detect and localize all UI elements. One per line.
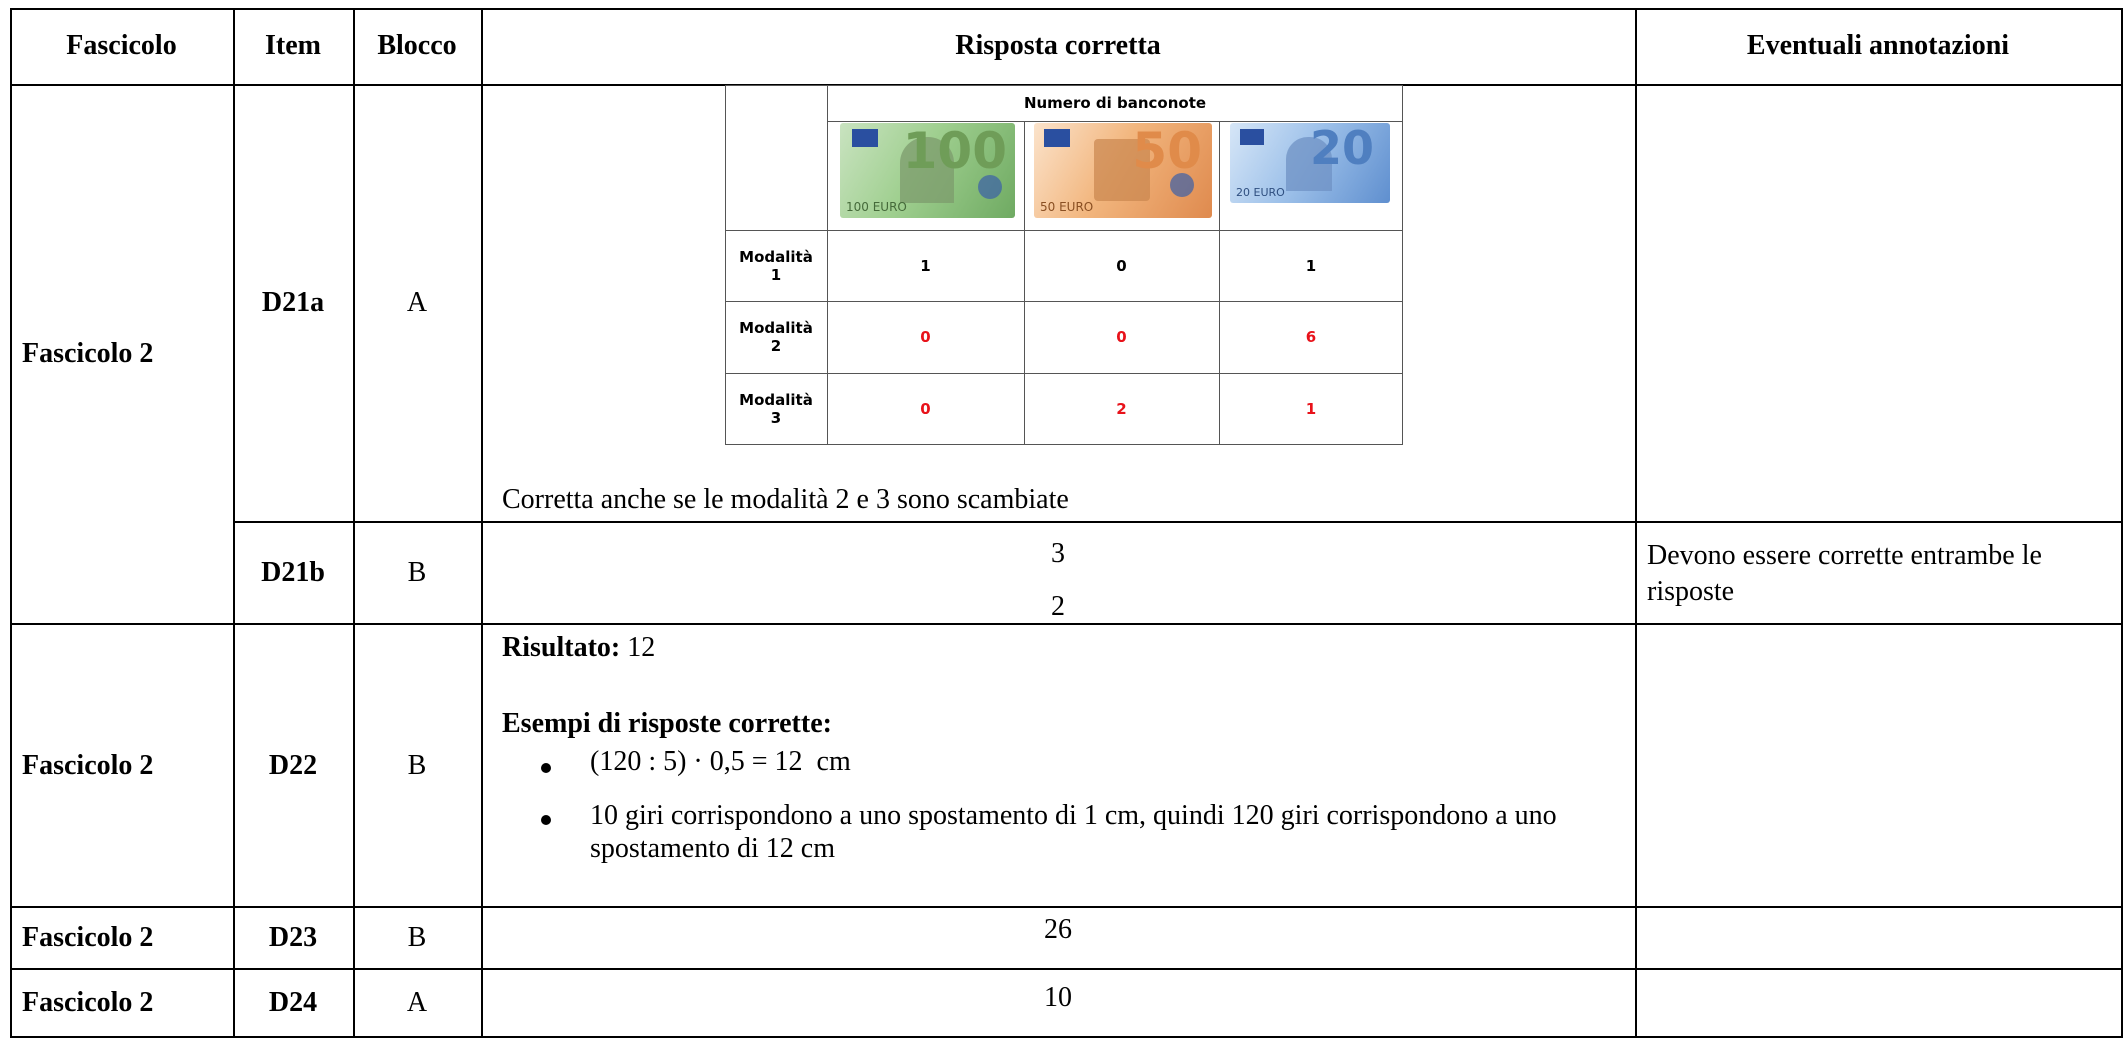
grid-d22-bottom — [10, 906, 2123, 908]
banknote-20-value: 20 — [1309, 123, 1374, 175]
esempio-2: 10 giri corrispondono a uno spostamento … — [590, 800, 1557, 864]
banknote-50-image: 50 50 EURO — [1034, 123, 1212, 218]
modalita-1-value-100: 1 — [920, 256, 931, 275]
banknote-100-caption: 100 EURO — [846, 200, 907, 214]
row-d24-fascicolo: Fascicolo 2 — [22, 987, 154, 1018]
row-d22-fascicolo: Fascicolo 2 — [22, 749, 154, 781]
row-d23-answer: 26 — [1044, 914, 1072, 945]
banknote-50-caption: 50 EURO — [1040, 200, 1094, 214]
grid-col3 — [481, 8, 483, 1038]
row-d22-item: D22 — [268, 749, 318, 781]
row-d24-blocco: A — [406, 987, 428, 1018]
modalita-3-value-20: 1 — [1305, 399, 1317, 418]
banknote-table-title: Numero di banconote — [1023, 94, 1207, 112]
modalita-2-value-100: 0 — [920, 328, 931, 346]
header-blocco: Blocco — [377, 30, 457, 61]
esempio-1: (120 : 5) · 0,5 = 12 cm — [590, 746, 851, 777]
row-d24-item: D24 — [268, 987, 318, 1018]
row-d24-answer: 10 — [1044, 982, 1072, 1013]
row-d23-blocco: B — [407, 922, 427, 953]
banknote-100-value: 100 — [902, 123, 1007, 180]
row-d21b-answer-1: 3 — [1051, 538, 1065, 569]
banknote-table: Numero di banconote 100 100 EURO 50 50 E… — [725, 85, 1403, 445]
grid-col2 — [353, 8, 355, 1038]
bullet-1-icon — [541, 763, 551, 773]
row-d22-risultato: Risultato: 12 — [502, 632, 655, 664]
grid-left — [10, 8, 12, 1038]
row-d21a-item: D21a — [261, 286, 325, 318]
modalita-1-value-50: 0 — [1116, 256, 1127, 275]
modalita-3-value-100: 0 — [920, 399, 931, 418]
modalita-1-value-20: 1 — [1305, 256, 1317, 275]
row-d21b-item: D21b — [261, 557, 325, 588]
grid-col4 — [1635, 8, 1637, 1038]
row-d21b-blocco: B — [407, 557, 427, 588]
row-d21-fascicolo: Fascicolo 2 — [22, 337, 154, 369]
row-d21b-answer-2: 2 — [1051, 591, 1065, 622]
grid-col1 — [233, 8, 235, 1038]
row-d21a-blocco: A — [406, 286, 428, 318]
risultato-label: Risultato: — [502, 632, 621, 663]
grid-bottom — [10, 1036, 2123, 1038]
esempi-label: Esempi di risposte corrette: — [502, 708, 832, 739]
row-d23-fascicolo: Fascicolo 2 — [22, 922, 154, 953]
banknote-50-value: 50 — [1132, 123, 1202, 180]
header-annotazioni: Eventuali annotazioni — [1746, 30, 2010, 61]
header-item: Item — [265, 30, 321, 61]
modalita-2-value-50: 0 — [1116, 328, 1127, 346]
grid-right — [2121, 8, 2123, 1038]
row-d22-blocco: B — [407, 749, 427, 781]
grid-d23-bottom — [10, 968, 2123, 970]
modalita-3-value-50: 2 — [1116, 399, 1127, 418]
banknote-20-image: 20 20 EURO — [1230, 123, 1390, 203]
row-d23-item: D23 — [268, 922, 318, 953]
row-d21a-note: Corretta anche se le modalità 2 e 3 sono… — [502, 484, 1069, 515]
header-risposta: Risposta corretta — [955, 30, 1161, 61]
bullet-2-icon — [541, 815, 551, 825]
modalita-2-value-20: 6 — [1305, 328, 1317, 346]
grid-d21a-bottom — [233, 521, 2123, 523]
grid-top — [10, 8, 2123, 10]
header-fascicolo: Fascicolo — [66, 30, 177, 61]
row-d21b-annotation: Devono essere corrette entrambe le rispo… — [1647, 540, 2042, 607]
banknote-100-image: 100 100 EURO — [840, 123, 1015, 218]
banknote-20-caption: 20 EURO — [1236, 186, 1285, 199]
risultato-value: 12 — [627, 632, 656, 663]
grid-d21-bottom — [10, 623, 2123, 625]
